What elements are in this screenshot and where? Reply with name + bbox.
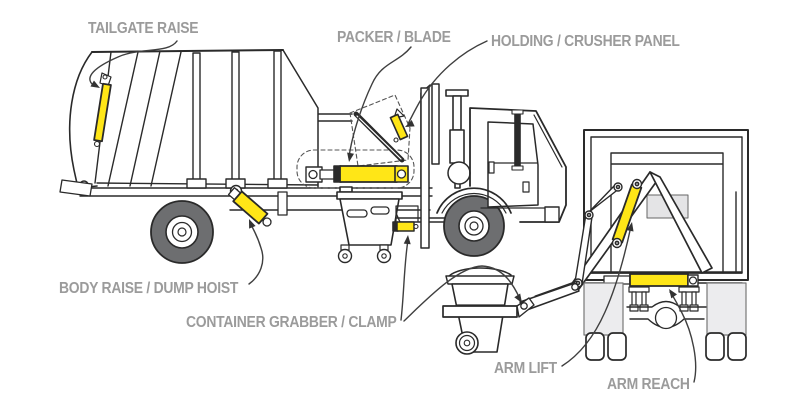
front-wheel [443, 195, 505, 257]
packer-blade [353, 111, 405, 163]
crusher-panel-cylinder [389, 108, 409, 143]
label-arm-lift: ARM LIFT [494, 360, 557, 377]
rear-axle [626, 300, 708, 330]
label-packer-blade: PACKER / BLADE [337, 29, 451, 46]
side-view-container [336, 186, 403, 264]
leader-holding-crusher [407, 40, 488, 125]
arm-lift-cylinder [611, 178, 643, 249]
leader-grabber-side [400, 239, 409, 321]
label-holding-crusher-panel: HOLDING / CRUSHER PANEL [491, 33, 680, 50]
truck-cab [436, 107, 567, 223]
leader-arm-lift [561, 225, 632, 367]
container-grabber-cylinder [392, 205, 419, 232]
gripper-arm [442, 280, 580, 318]
label-arm-reach: ARM REACH [607, 376, 690, 393]
packer-blade-cylinder [305, 165, 409, 183]
air-tank [447, 161, 471, 185]
leader-tailgate-raise [89, 40, 178, 86]
rear-view-side-loader [442, 129, 749, 361]
leader-body-raise [248, 222, 264, 285]
side-view-garbage-truck [59, 49, 567, 264]
leader-grabber-rear [403, 265, 521, 322]
rear-wheel [150, 200, 214, 264]
tailgate-raise-cylinder [93, 72, 112, 148]
body-raise-cylinder [227, 184, 272, 227]
label-container-grabber-clamp: CONTAINER GRABBER / CLAMP [186, 314, 397, 331]
label-tailgate-raise: TAILGATE RAISE [88, 20, 199, 37]
leader-packer-blade [348, 46, 412, 158]
wheelie-bin [445, 267, 515, 355]
label-body-raise-dump-hoist: BODY RAISE / DUMP HOIST [59, 280, 239, 297]
leader-arrowheads [90, 80, 678, 303]
